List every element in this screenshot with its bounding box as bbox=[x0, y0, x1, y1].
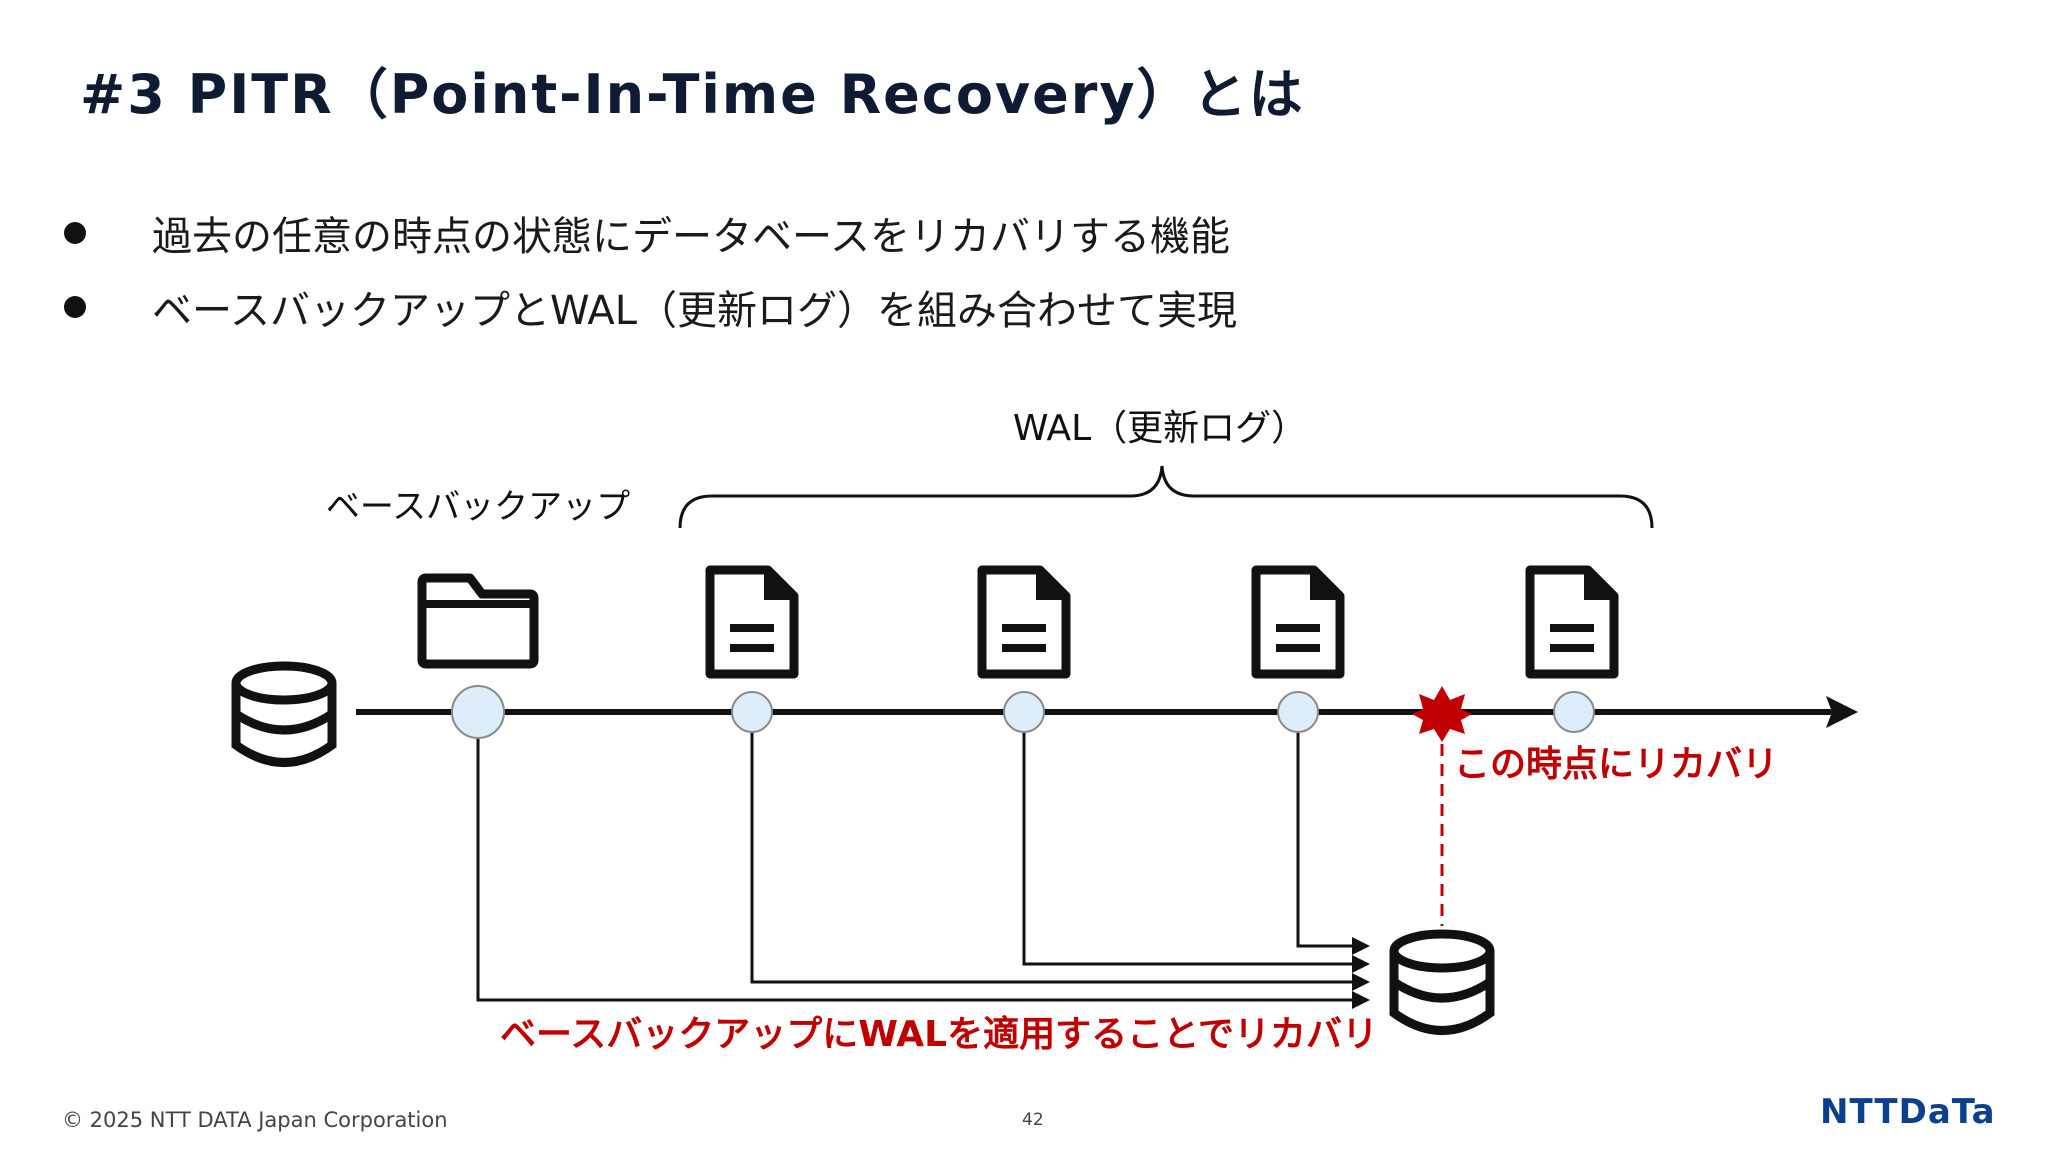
apply-connectors bbox=[476, 713, 1360, 1002]
company-logo: NTTDaTa bbox=[1820, 1092, 1996, 1132]
wal-brace bbox=[678, 465, 1654, 529]
bullet-dot-icon bbox=[64, 296, 86, 318]
bullet-item: ベースバックアップとWAL（更新ログ）を組み合わせて実現 bbox=[64, 270, 1237, 344]
apply-wal-label: ベースバックアップにWALを適用することでリカバリ bbox=[500, 1014, 1378, 1055]
slide-title: #3 PITR（Point-In-Time Recovery）とは bbox=[80, 63, 1305, 126]
bullet-text: ベースバックアップとWAL（更新ログ）を組み合わせて実現 bbox=[152, 288, 1238, 334]
bullet-text: 過去の任意の時点の状態にデータベースをリカバリする機能 bbox=[152, 214, 1230, 260]
document-icon bbox=[1251, 565, 1345, 679]
database-icon bbox=[1389, 929, 1495, 1035]
timeline-node bbox=[731, 691, 773, 733]
recovery-point-label: この時点にリカバリ bbox=[1454, 744, 1778, 785]
timeline-node bbox=[1553, 691, 1595, 733]
bullet-dot-icon bbox=[64, 222, 86, 244]
document-icon bbox=[1525, 565, 1619, 679]
timeline-node bbox=[1277, 691, 1319, 733]
document-icon bbox=[705, 565, 799, 679]
wal-label: WAL（更新ログ） bbox=[1013, 408, 1307, 449]
timeline-arrow-head bbox=[1826, 696, 1858, 728]
document-icon bbox=[977, 565, 1071, 679]
star-burst-icon bbox=[1412, 686, 1472, 742]
base-backup-label: ベースバックアップ bbox=[326, 487, 630, 527]
bullet-list: 過去の任意の時点の状態にデータベースをリカバリする機能 ベースバックアップとWA… bbox=[64, 196, 1237, 344]
page-number: 42 bbox=[1022, 1110, 1044, 1130]
arrow-heads bbox=[1352, 937, 1370, 1009]
timeline-node bbox=[1003, 691, 1045, 733]
folder-icon bbox=[417, 573, 539, 669]
database-icon bbox=[231, 661, 337, 767]
bullet-item: 過去の任意の時点の状態にデータベースをリカバリする機能 bbox=[64, 196, 1237, 270]
timeline-node bbox=[451, 685, 505, 739]
copyright-text: © 2025 NTT DATA Japan Corporation bbox=[62, 1108, 448, 1132]
